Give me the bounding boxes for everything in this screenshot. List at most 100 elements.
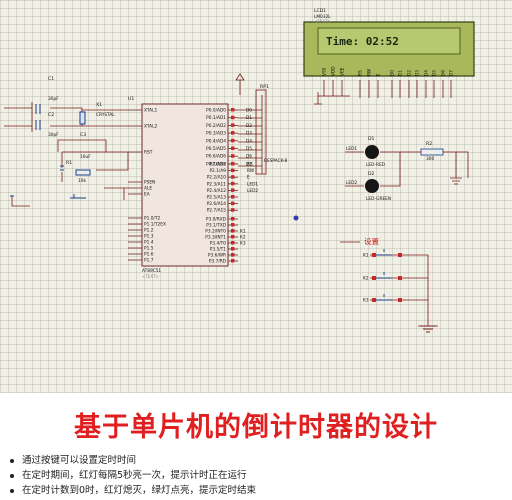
mcu-right-pin-label: P2.5/A13 [207,195,227,201]
net-label-p3: K2 [240,235,246,241]
mcu-right-pin-label: P0.7/AD7 [206,161,226,167]
mcu-right-pin-label: P2.4/A12 [207,188,227,194]
mcu-right-pin-label: P3.3/INT1 [205,235,226,241]
mcu-model: AT89C51 [142,268,161,274]
mcu-left-pin-label: ALE [144,186,152,192]
x1-ref: X1 [96,102,102,108]
lcd-pin-label: VDD [331,66,337,76]
mcu-right-pins: P0.0/AD0P0.1/AD1P0.2/AD2P0.3/AD3P0.4/AD4… [205,108,238,265]
lcd-pin-label: D3 [415,70,421,76]
pin-state-dot [231,247,235,251]
d2-led-green [365,179,379,193]
lcd-module [303,21,475,77]
r1-ref: R1 [66,160,72,166]
mcu-body [141,103,229,267]
lcd-pin-label: D5 [432,70,438,76]
mcu-left-pin-label: P1.0/T2 [144,216,160,222]
mcu-right-pin-label: P0.3/AD3 [206,131,226,137]
mcu-hint: <TEXT> [142,274,159,279]
lcd-display-text: Time: 02:52 [326,35,399,48]
mcu-left-pin-label: P1.3 [144,234,154,240]
reset-button-symbol [70,194,86,199]
net-label-p0: D7 [246,161,252,167]
pin-state-dot [231,241,235,245]
net-label-p3: K1 [240,229,246,235]
net-label-p2: RW [247,168,255,174]
lcd-pin-label: RW [367,68,373,76]
key-circuit [376,249,436,333]
pin-state-dot [231,195,235,199]
probe-marker [293,215,299,221]
mcu-right-pin-label: P2.0/A8 [209,162,226,168]
pin-state-dot [231,259,235,263]
r1-value: 10k [78,178,86,184]
mcu-right-pin-label: P2.3/A11 [207,181,227,187]
pin-state-dot [231,223,235,227]
lcd-pin-label: D2 [407,70,413,76]
x1-symbol [79,111,86,125]
lcd-pin-label: RS [358,70,364,76]
mcu-left-pin-label: PSEN [144,180,155,186]
gnd-led [450,177,462,185]
schematic-canvas[interactable]: Time: 02:52 LCD1 LM032L <TEXT> RP1 RES [0,0,512,393]
lcd-model: LM032L [314,14,331,20]
pin-state-dot [231,131,235,135]
setting-label: 设置 [364,236,379,246]
lcd-pin-label: D1 [398,70,404,76]
net-label-p2: LED2 [247,188,258,194]
c2-ref: C2 [48,112,54,118]
mcu-right-pin-label: P3.7/RD [209,259,227,265]
lcd-ref: LCD1 [314,8,326,14]
net-label-p0: D5 [246,146,252,152]
d1-net: LED1 [346,146,357,152]
pin-state-dot [231,229,235,233]
gnd-keys [420,325,436,333]
pin-state-dot [231,115,235,120]
k3-switch [376,294,392,301]
pin-state-dot [231,162,235,166]
lcd-pin-label: D0 [390,70,396,76]
lcd-pin-label: VEE [340,67,346,76]
mcu-right-pin-label: P2.6/A14 [207,201,227,207]
c3-value: 10uF [80,154,91,160]
key-label: K3 [363,298,369,304]
mcu-right-pin-label: P0.1/AD1 [206,115,226,121]
lcd-hint: <TEXT> [314,19,331,24]
feature-item: 通过按键可以设置定时时间 [8,453,256,468]
mcu-right-pin-label: P0.0/AD0 [206,108,226,114]
led-circuit [365,145,462,193]
c2-value: 30pF [48,132,59,138]
mcu-right-pin-label: P3.5/T1 [210,247,226,253]
pin-state-dot [231,201,235,206]
mcu-right-pin-label: P2.1/A9 [209,168,226,174]
pin-state-dot [231,181,235,186]
circuit-diagram: Time: 02:52 LCD1 LM032L <TEXT> RP1 RES [4,8,475,333]
pin-state-dot [231,253,235,257]
d2-ref: D2 [368,171,375,177]
feature-item: 在定时期间，红灯每隔5秒亮一次，提示计时正在运行 [8,468,256,483]
key-label: K2 [363,276,369,282]
mcu-right-pin-label: P2.2/A10 [207,175,227,181]
mcu-ref: U1 [128,96,134,102]
key-pin-dots [372,253,402,302]
mcu-left-pin-label: P1.7 [144,258,154,264]
mcu-left-pin-label: P1.2 [144,228,154,234]
mcu-right-pin-label: P0.6/AD6 [206,154,226,160]
feature-item: 在定时计数到0时，红灯熄灭，绿灯点亮，提示定时结束 [8,483,256,498]
rp1-ref: RP1 [260,84,269,90]
mcu-right-pin-label: P3.4/T0 [210,241,226,247]
c3-ref: C3 [80,132,86,138]
mcu-right-pin-label: P3.6/WR [208,253,226,259]
r2-resistor [420,148,444,156]
k1-switch [376,249,392,256]
lcd-pin-label: D6 [441,70,447,76]
r1-symbol [75,169,91,176]
mcu-right-pin-label: P0.2/AD2 [206,123,226,129]
pin-state-dot [231,175,235,179]
pin-state-dot [231,154,235,158]
pin-state-dot [231,235,235,239]
pin-state-dot [231,188,235,192]
c1-value: 30pF [48,96,59,102]
